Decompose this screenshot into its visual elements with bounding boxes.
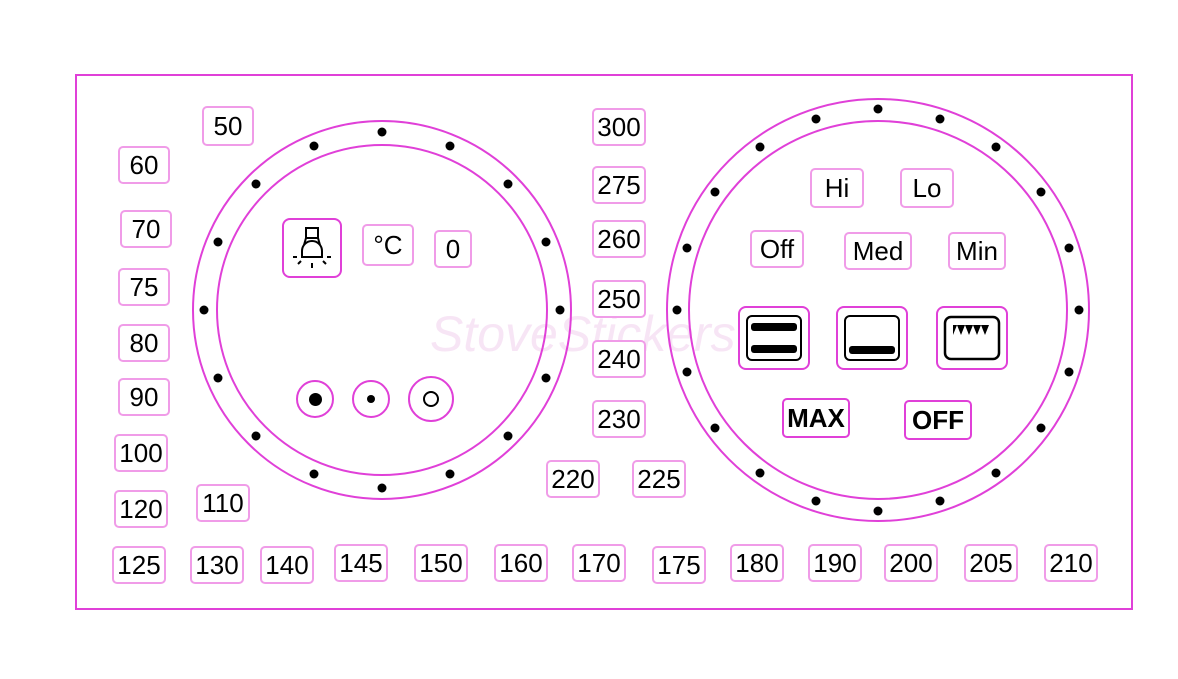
top-bottom-heat-icon <box>738 306 810 370</box>
temp-label-100: 100 <box>114 434 168 472</box>
left-dial-tick-dot <box>541 373 551 383</box>
temp-label-90: 90 <box>118 378 170 416</box>
large-dot-icon <box>296 380 334 418</box>
left-dial-tick-dot <box>377 483 387 493</box>
med-label: Med <box>844 232 912 270</box>
temp-label-110: 110 <box>196 484 250 522</box>
temp-label-205: 205 <box>964 544 1018 582</box>
right-dial-tick-dot <box>710 423 720 433</box>
left-dial-tick-dot <box>309 141 319 151</box>
left-dial-tick-dot <box>503 179 513 189</box>
temp-label-125: 125 <box>112 546 166 584</box>
temp-label-145: 145 <box>334 544 388 582</box>
temp-label-240: 240 <box>592 340 646 378</box>
right-dial-outer-ring <box>666 98 1090 522</box>
celsius-label: °C <box>362 224 414 266</box>
open-circle-icon <box>408 376 454 422</box>
temp-label-170: 170 <box>572 544 626 582</box>
temp-label-160: 160 <box>494 544 548 582</box>
left-dial-tick-dot <box>445 141 455 151</box>
right-dial-tick-dot <box>1064 243 1074 253</box>
temp-label-260: 260 <box>592 220 646 258</box>
right-dial-tick-dot <box>755 468 765 478</box>
left-dial-outer-ring <box>192 120 572 500</box>
right-dial-tick-dot <box>755 142 765 152</box>
right-dial-tick-dot <box>1074 305 1084 315</box>
temp-label-210: 210 <box>1044 544 1098 582</box>
temp-label-250: 250 <box>592 280 646 318</box>
left-dial-tick-dot <box>251 431 261 441</box>
right-dial-tick-dot <box>811 114 821 124</box>
right-dial-tick-dot <box>682 243 692 253</box>
left-dial-tick-dot <box>251 179 261 189</box>
temp-label-275: 275 <box>592 166 646 204</box>
right-dial-tick-dot <box>710 187 720 197</box>
right-dial-tick-dot <box>935 496 945 506</box>
sticker-sheet <box>75 74 1133 610</box>
right-dial-tick-dot <box>1064 367 1074 377</box>
temp-label-225: 225 <box>632 460 686 498</box>
temp-label-50: 50 <box>202 106 254 146</box>
off-label: Off <box>750 230 804 268</box>
temp-label-150: 150 <box>414 544 468 582</box>
left-dial-tick-dot <box>213 373 223 383</box>
zero-label: 0 <box>434 230 472 268</box>
right-dial-tick-dot <box>991 468 1001 478</box>
left-dial-tick-dot <box>309 469 319 479</box>
off-bold-label: OFF <box>904 400 972 440</box>
temp-label-120: 120 <box>114 490 168 528</box>
right-dial-tick-dot <box>1036 187 1046 197</box>
temp-label-230: 230 <box>592 400 646 438</box>
temp-label-190: 190 <box>808 544 862 582</box>
max-label: MAX <box>782 398 850 438</box>
grill-icon <box>936 306 1008 370</box>
temp-label-80: 80 <box>118 324 170 362</box>
right-dial-tick-dot <box>991 142 1001 152</box>
hi-label: Hi <box>810 168 864 208</box>
temp-label-140: 140 <box>260 546 314 584</box>
temp-label-220: 220 <box>546 460 600 498</box>
left-dial-tick-dot <box>541 237 551 247</box>
right-dial-tick-dot <box>873 506 883 516</box>
left-dial-tick-dot <box>377 127 387 137</box>
right-dial-tick-dot <box>1036 423 1046 433</box>
left-dial-tick-dot <box>503 431 513 441</box>
lo-label: Lo <box>900 168 954 208</box>
min-label: Min <box>948 232 1006 270</box>
right-dial-tick-dot <box>672 305 682 315</box>
temp-label-75: 75 <box>118 268 170 306</box>
left-dial-tick-dot <box>199 305 209 315</box>
temp-label-70: 70 <box>120 210 172 248</box>
right-dial-tick-dot <box>935 114 945 124</box>
oven-light-icon <box>282 218 342 278</box>
right-dial-tick-dot <box>682 367 692 377</box>
temp-label-300: 300 <box>592 108 646 146</box>
right-dial-inner-ring <box>688 120 1068 500</box>
bottom-heat-icon <box>836 306 908 370</box>
temp-label-180: 180 <box>730 544 784 582</box>
temp-label-60: 60 <box>118 146 170 184</box>
left-dial-tick-dot <box>213 237 223 247</box>
temp-label-130: 130 <box>190 546 244 584</box>
right-dial-tick-dot <box>873 104 883 114</box>
temp-label-200: 200 <box>884 544 938 582</box>
temp-label-175: 175 <box>652 546 706 584</box>
left-dial-inner-ring <box>216 144 548 476</box>
left-dial-tick-dot <box>555 305 565 315</box>
right-dial-tick-dot <box>811 496 821 506</box>
left-dial-tick-dot <box>445 469 455 479</box>
small-dot-icon <box>352 380 390 418</box>
